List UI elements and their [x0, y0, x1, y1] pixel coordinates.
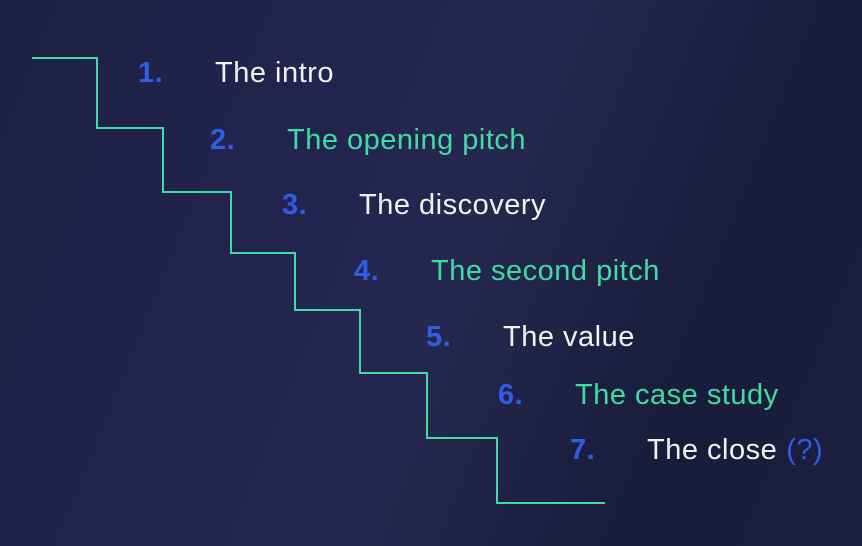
step-number: 2. — [210, 124, 236, 156]
step-item-4: 4. The second pitch — [354, 253, 660, 289]
step-label: The second pitch — [431, 255, 660, 287]
step-number: 4. — [354, 255, 380, 287]
step-label: The intro — [215, 57, 334, 89]
step-label: The discovery — [359, 189, 547, 221]
step-label: The case study — [575, 379, 779, 411]
step-item-2: 2. The opening pitch — [210, 122, 526, 158]
step-number: 1. — [138, 57, 164, 89]
step-label: The close — [647, 434, 778, 466]
step-item-7: 7. The close(?) — [570, 432, 823, 468]
step-number: 5. — [426, 321, 452, 353]
step-number: 3. — [282, 189, 308, 221]
staircase-line — [32, 57, 605, 504]
step-item-1: 1. The intro — [138, 55, 334, 91]
step-item-5: 5. The value — [426, 319, 635, 355]
step-label: The opening pitch — [287, 124, 527, 156]
step-number: 6. — [498, 379, 524, 411]
step-number: 7. — [570, 434, 596, 466]
step-item-3: 3. The discovery — [282, 187, 546, 223]
step-item-6: 6. The case study — [498, 377, 779, 413]
step-label: The value — [503, 321, 635, 353]
step-label-suffix: (?) — [786, 434, 824, 466]
